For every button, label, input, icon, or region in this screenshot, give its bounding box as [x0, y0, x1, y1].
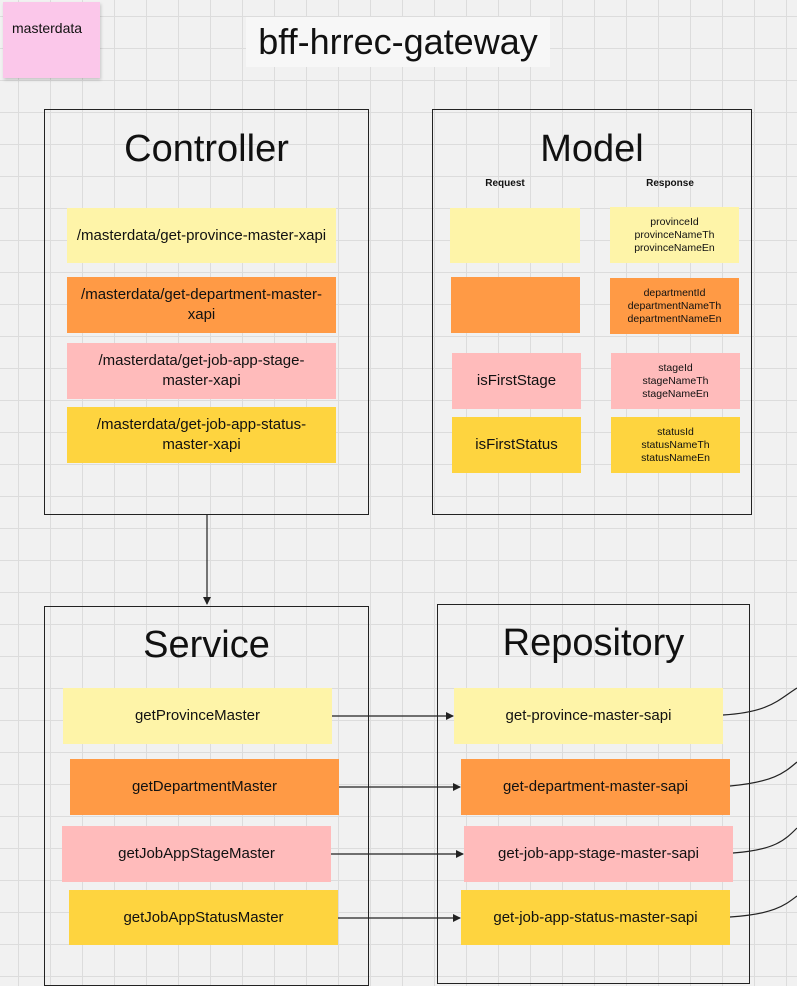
- request-job-app-stage[interactable]: isFirstStage: [452, 353, 581, 409]
- service-province[interactable]: getProvinceMaster: [63, 688, 332, 744]
- outgoing-curve-job-app-stage: [732, 827, 797, 854]
- request-province[interactable]: [450, 208, 580, 263]
- service-department[interactable]: getDepartmentMaster: [70, 759, 339, 815]
- endpoint-department[interactable]: /masterdata/get-department-master-xapi: [67, 277, 336, 333]
- sticky-note[interactable]: masterdata: [3, 2, 100, 78]
- request-job-app-status[interactable]: isFirstStatus: [452, 417, 581, 473]
- controller-title: Controller: [124, 128, 289, 170]
- outgoing-curve-province: [722, 687, 797, 716]
- endpoint-job-app-stage[interactable]: /masterdata/get-job-app-stage-master-xap…: [67, 343, 336, 399]
- repo-department[interactable]: get-department-master-sapi: [461, 759, 730, 815]
- controller-frame[interactable]: [44, 109, 369, 515]
- response-department[interactable]: departmentId departmentNameTh department…: [610, 278, 739, 334]
- endpoint-job-app-status[interactable]: /masterdata/get-job-app-status-master-xa…: [67, 407, 336, 463]
- request-department[interactable]: [451, 277, 580, 333]
- model-title: Model: [540, 128, 644, 170]
- request-header: Request: [485, 178, 525, 189]
- repository-title: Repository: [502, 622, 685, 664]
- service-title: Service: [143, 624, 270, 666]
- repo-province[interactable]: get-province-master-sapi: [454, 688, 723, 744]
- response-job-app-status[interactable]: statusId statusNameTh statusNameEn: [611, 417, 740, 473]
- board-title[interactable]: bff-hrrec-gateway: [246, 17, 550, 67]
- service-job-app-status[interactable]: getJobAppStatusMaster: [69, 890, 338, 945]
- outgoing-curve-job-app-status: [729, 895, 797, 918]
- service-job-app-stage[interactable]: getJobAppStageMaster: [62, 826, 331, 882]
- response-province[interactable]: provinceId provinceNameTh provinceNameEn: [610, 207, 739, 263]
- outgoing-curve-department: [729, 761, 797, 787]
- response-header: Response: [646, 178, 694, 189]
- model-frame[interactable]: [432, 109, 752, 515]
- endpoint-province[interactable]: /masterdata/get-province-master-xapi: [67, 208, 336, 263]
- repo-job-app-status[interactable]: get-job-app-status-master-sapi: [461, 890, 730, 945]
- repo-job-app-stage[interactable]: get-job-app-stage-master-sapi: [464, 826, 733, 882]
- response-job-app-stage[interactable]: stageId stageNameTh stageNameEn: [611, 353, 740, 409]
